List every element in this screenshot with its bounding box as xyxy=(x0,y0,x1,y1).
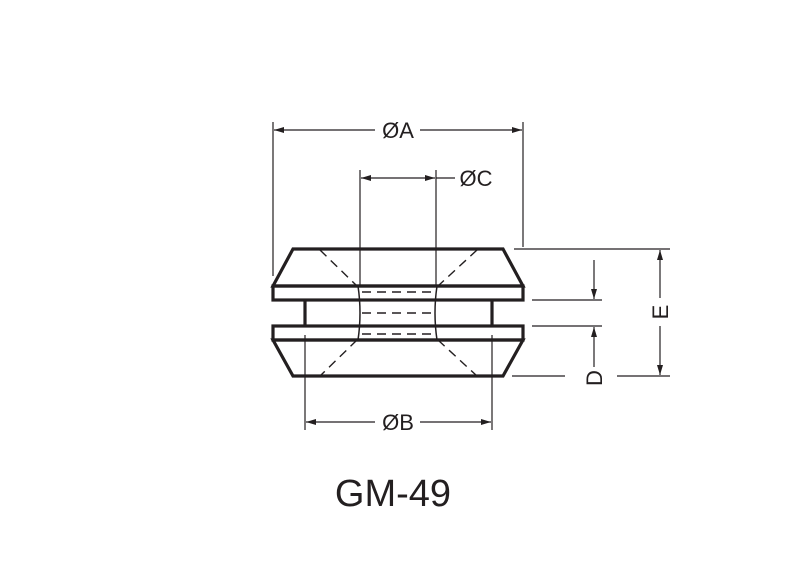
dimension-a-label: ØA xyxy=(382,118,414,143)
part-outline xyxy=(270,247,526,378)
dimension-lines xyxy=(272,122,670,430)
top-flange xyxy=(271,284,525,302)
dimension-d-label: D xyxy=(582,370,607,386)
bottom-flange xyxy=(271,324,525,342)
dimension-c-label: ØC xyxy=(460,166,493,191)
part-number-title: GM-49 xyxy=(335,473,451,515)
bore xyxy=(357,285,438,341)
dimension-b-label: ØB xyxy=(382,410,414,435)
bottom-cone xyxy=(270,338,526,378)
hidden-lines xyxy=(319,249,478,377)
dimension-e-label: E xyxy=(648,305,673,320)
top-cone xyxy=(270,247,526,288)
